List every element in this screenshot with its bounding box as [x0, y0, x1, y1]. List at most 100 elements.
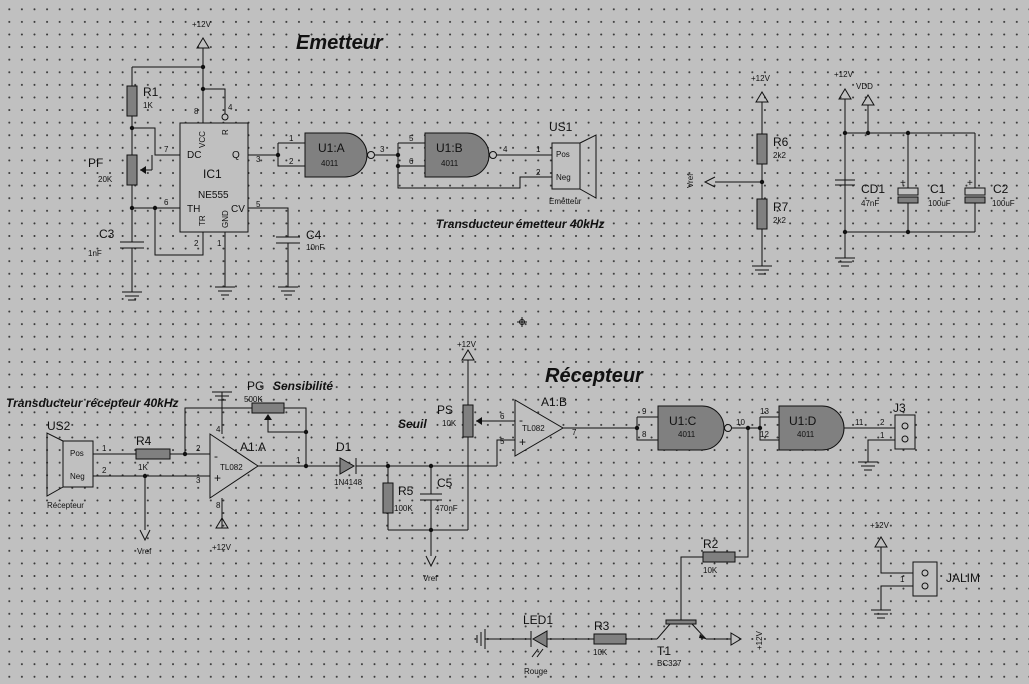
resistor-r4: R4 1K	[135, 434, 171, 472]
note-rx-transducer: Transducteur récepteur 40kHz	[6, 396, 179, 410]
svg-text:U1:B: U1:B	[436, 141, 463, 155]
svg-text:2k2: 2k2	[773, 216, 786, 225]
svg-text:1: 1	[217, 239, 222, 248]
title-receiver: Récepteur	[545, 365, 644, 387]
svg-text:6: 6	[164, 198, 169, 207]
svg-text:10nF: 10nF	[306, 243, 324, 252]
connector-jalim: JALIM 1	[900, 561, 980, 597]
svg-text:4011: 4011	[678, 430, 696, 439]
svg-text:10K: 10K	[442, 419, 457, 428]
svg-text:JALIM: JALIM	[946, 571, 980, 585]
svg-text:-: -	[214, 449, 218, 463]
capacitor-cd1: CD1 47nF	[835, 179, 885, 208]
svg-text:+: +	[900, 178, 906, 189]
svg-text:R2: R2	[703, 537, 719, 551]
svg-text:R1: R1	[143, 85, 159, 99]
svg-text:R7: R7	[773, 200, 789, 214]
svg-text:LED1: LED1	[523, 613, 553, 627]
resistor-r2: R2 10K	[702, 537, 736, 575]
power-symbol-p12-a1a: +12V	[212, 517, 232, 552]
capacitor-c3: C3 1nF	[88, 208, 144, 292]
svg-text:100uF: 100uF	[928, 199, 951, 208]
potentiometer-pf: PF 20K	[88, 154, 153, 208]
svg-text:BC327: BC327	[657, 659, 682, 668]
svg-text:4011: 4011	[321, 159, 339, 168]
svg-text:R4: R4	[136, 434, 152, 448]
svg-text:+12V: +12V	[834, 70, 854, 79]
svg-text:1: 1	[296, 456, 301, 465]
svg-text:7: 7	[164, 145, 169, 154]
nand-gate-u1a: U1:A 4011	[304, 132, 375, 178]
resistor-r1: R1 1K	[126, 67, 159, 155]
svg-text:R6: R6	[773, 135, 789, 149]
power-symbol-p12-t1: +12V	[730, 630, 764, 650]
svg-text:4: 4	[503, 145, 508, 154]
power-symbol-p12-ic1: +12V	[192, 20, 212, 67]
svg-text:10K: 10K	[703, 566, 718, 575]
capacitor-c1: + C1 100uF	[897, 133, 951, 232]
svg-text:Vref: Vref	[423, 574, 438, 583]
vref-terminal-receiver: Vref	[423, 555, 438, 583]
svg-text:R5: R5	[398, 484, 414, 498]
led-led1: LED1 Rouge	[523, 613, 553, 676]
ground-ic1	[215, 286, 235, 296]
svg-text:T1: T1	[657, 644, 671, 658]
potentiometer-ps: PS 10K	[437, 403, 488, 438]
svg-text:Récepteur: Récepteur	[47, 501, 84, 510]
svg-text:9: 9	[642, 407, 647, 416]
svg-text:US2: US2	[47, 419, 71, 433]
svg-text:1: 1	[536, 145, 541, 154]
svg-text:GND: GND	[221, 210, 230, 228]
svg-text:7: 7	[572, 428, 577, 437]
vref-terminal-us2: Vref	[137, 529, 152, 556]
svg-text:Neg: Neg	[556, 173, 571, 182]
transducer-us2: Pos Neg US2 Récepteur	[46, 419, 94, 510]
svg-text:R3: R3	[594, 619, 610, 633]
svg-text:2: 2	[536, 168, 541, 177]
resistor-r3: R3 10K	[593, 619, 627, 657]
note-sensitivity: Sensibilité	[273, 379, 333, 393]
svg-text:VCC: VCC	[198, 131, 207, 148]
svg-text:+12V: +12V	[457, 340, 477, 349]
nand-gate-u1b: U1:B 4011	[424, 132, 497, 178]
power-symbol-p12-divider: +12V	[751, 74, 771, 103]
svg-text:10K: 10K	[593, 648, 608, 657]
svg-text:A1:A: A1:A	[240, 440, 266, 454]
nand-gate-u1c: U1:C 4011	[657, 405, 732, 451]
svg-text:US1: US1	[549, 120, 573, 134]
svg-text:+12V: +12V	[755, 630, 764, 650]
svg-text:8: 8	[642, 430, 647, 439]
transducer-us1: Pos Neg US1 Emetteur	[549, 120, 597, 206]
svg-text:100uF: 100uF	[992, 199, 1015, 208]
potentiometer-pg: PG 500K	[244, 379, 306, 433]
svg-text:Emetteur: Emetteur	[549, 197, 582, 206]
svg-text:13: 13	[760, 407, 769, 416]
svg-text:1: 1	[880, 431, 885, 440]
svg-text:1: 1	[289, 134, 294, 143]
ground-divider	[752, 265, 772, 275]
svg-text:U1:A: U1:A	[318, 141, 345, 155]
resistor-r5: R5 100K	[382, 466, 414, 530]
svg-text:R: R	[221, 129, 230, 135]
svg-text:PG: PG	[247, 379, 264, 393]
svg-text:C4: C4	[306, 228, 322, 242]
svg-text:5: 5	[409, 134, 414, 143]
svg-text:4011: 4011	[441, 159, 459, 168]
svg-text:C3: C3	[99, 227, 115, 241]
svg-text:-: -	[519, 413, 523, 427]
connector-j3: J3 2 1	[880, 401, 916, 450]
svg-text:2: 2	[196, 444, 201, 453]
diode-d1: D1 1N4148	[334, 440, 363, 487]
svg-text:1: 1	[900, 575, 905, 584]
svg-text:Neg: Neg	[70, 472, 85, 481]
svg-text:TR: TR	[198, 215, 207, 226]
svg-text:5: 5	[256, 200, 261, 209]
timer-ic1: DC TH Q CV IC1 NE555 VCC R TR GND 7 6 3 …	[164, 103, 261, 248]
svg-text:2k2: 2k2	[773, 151, 786, 160]
svg-text:1K: 1K	[143, 101, 153, 110]
note-tx-transducer: Transducteur émetteur 40kHz	[436, 217, 605, 231]
svg-text:11: 11	[855, 418, 864, 427]
resistor-r7: R7 2k2	[756, 198, 789, 230]
svg-text:CD1: CD1	[861, 182, 885, 196]
